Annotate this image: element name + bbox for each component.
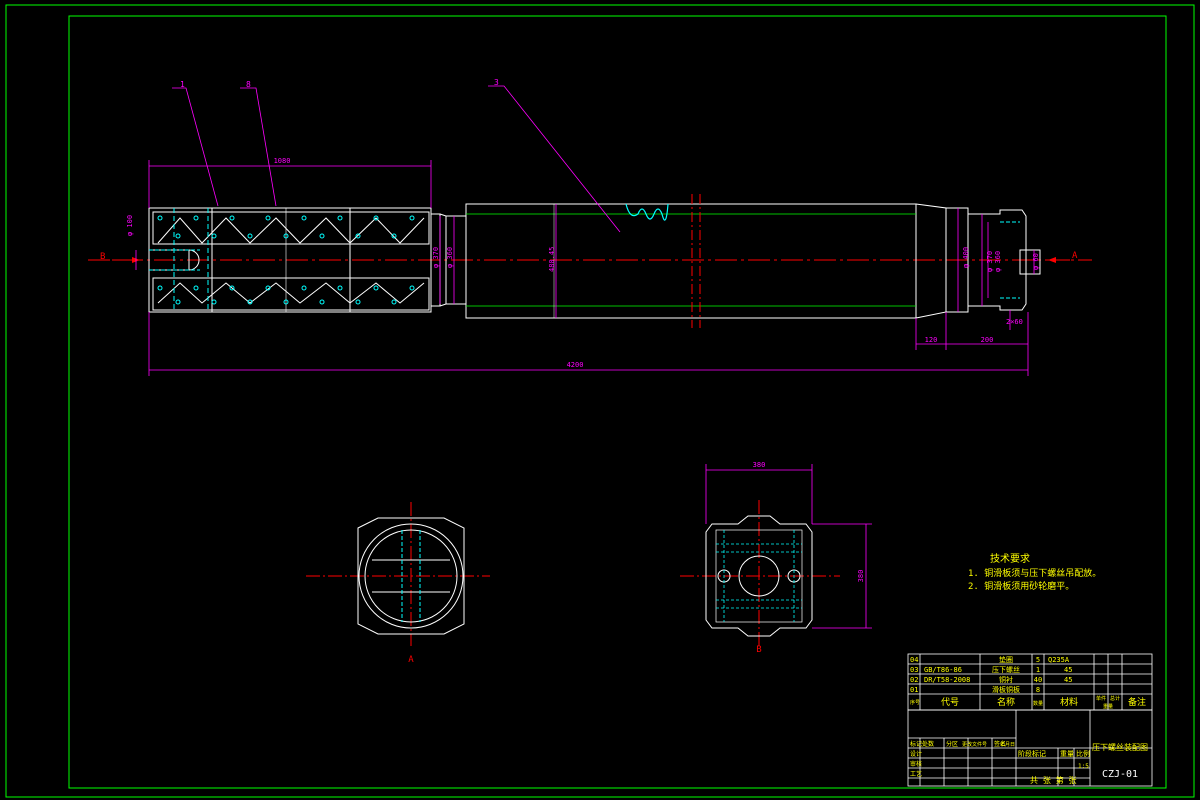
view-b: 380 380 B (680, 461, 872, 655)
tb-col-zone: 分区 (946, 740, 958, 748)
slide-plate-assembly (148, 207, 432, 313)
section-label-b-left: B (100, 252, 105, 262)
main-view-shaft: B A (88, 78, 1092, 376)
view-a: A (306, 502, 490, 665)
dim-view-b-width: 380 (753, 461, 766, 469)
dim-step-1: 120 (925, 336, 938, 344)
parts-list: 04 垫圈 5 Q235A 03 GB/T86-86 压下螺丝 1 45 02 … (907, 653, 1153, 711)
bom-row3-name: 铜衬 (999, 675, 1013, 684)
dim-end-dia-2: φ 370 (986, 251, 994, 272)
bom-header-single: 单件 (1096, 695, 1106, 702)
tb-col-count: 处数 (922, 740, 934, 748)
dim-groove: 2×60 (1006, 318, 1023, 326)
tech-req-item-1: 1. 铜滑板须与压下螺丝吊配放。 (968, 567, 1101, 579)
drawing-number: CZJ-01 (1102, 769, 1138, 780)
bom-header-name: 名称 (997, 696, 1015, 708)
leader-label-8: 8 (246, 80, 251, 89)
bom-header-qty: 数量 (1033, 700, 1043, 707)
bom-row2-qty: 1 (1036, 666, 1040, 674)
leader-label-3: 3 (494, 78, 499, 87)
tb-weight-label: 重量 (1060, 750, 1074, 758)
tb-col-change: 更改文件号 (962, 741, 987, 748)
tb-stage-label: 阶段标记 (1018, 749, 1046, 758)
tech-req-title: 技术要求 (990, 552, 1030, 565)
bom-header-remark: 备注 (1128, 696, 1146, 708)
dimension-lines (135, 160, 1035, 376)
tb-row-process: 工艺 (910, 770, 922, 778)
tb-col-sign: 签名 (994, 740, 1006, 748)
dim-view-b-height: 380 (857, 570, 865, 583)
tb-col-date: 年月日 (1000, 741, 1015, 748)
bom-row4-no: 01 (910, 686, 918, 694)
tb-scale-label: 比例 (1076, 749, 1090, 758)
dim-step-2: 200 (981, 336, 994, 344)
leader-label-1: 1 (180, 80, 185, 89)
bom-row1-name: 垫圈 (999, 655, 1013, 664)
tb-row-design: 设计 (910, 750, 922, 758)
bom-row3-code: DR/T58-2008 (924, 676, 970, 684)
tb-row-review: 审核 (910, 760, 922, 768)
bom-row4-qty: 8 (1036, 686, 1040, 694)
bom-row2-no: 03 (910, 666, 918, 674)
part-leaders (172, 85, 621, 233)
bom-row2-material: 45 (1064, 666, 1072, 674)
bom-header-total: 总计 (1110, 695, 1120, 702)
dim-dia-a: φ 370 (432, 247, 440, 268)
bom-header-material: 材料 (1060, 696, 1078, 708)
bom-row1-no: 04 (910, 656, 918, 664)
sheet-frame (5, 4, 1195, 798)
dim-body-dia: 480.45 (548, 247, 556, 272)
bom-row1-material: Q235A (1048, 656, 1070, 664)
tb-sheet: 共 张 第 张 (1030, 775, 1076, 785)
dim-total-length: 4200 (567, 361, 584, 369)
dim-end-dia-1: φ 400 (962, 247, 970, 268)
bom-row3-no: 02 (910, 676, 918, 684)
title-block: 标记 设计 审核 工艺 处数 分区 更改文件号 签名 年月日 阶段标记 重量 比… (907, 709, 1153, 787)
bom-row2-code: GB/T86-86 (924, 666, 962, 674)
dim-key-width: φ 60 (1032, 253, 1040, 270)
tech-req-item-2: 2. 铜滑板须用砂轮磨平。 (968, 580, 1074, 592)
bom-row1-qty: 5 (1036, 656, 1040, 664)
screw-shaft-body (465, 194, 917, 328)
view-a-label: A (408, 655, 414, 665)
drawing-name: 压下螺丝装配图 (1092, 742, 1148, 752)
dim-dia-b: φ 360 (446, 247, 454, 268)
dim-end-dia-3: φ 360 (994, 251, 1002, 272)
bom-header-no: 序号 (910, 699, 920, 706)
dim-bore: φ 100 (126, 215, 134, 236)
dim-pad-width: 1080 (274, 157, 291, 165)
bom-header-code: 代号 (941, 697, 959, 708)
bom-header-weight: 重量 (1103, 703, 1113, 710)
tb-scale-value: 1:5 (1078, 763, 1089, 770)
technical-requirements: 技术要求 1. 铜滑板须与压下螺丝吊配放。 2. 铜滑板须用砂轮磨平。 (968, 552, 1101, 592)
section-label-a-right: A (1072, 251, 1078, 261)
tb-row-mark: 标记 (910, 740, 922, 748)
bom-row3-qty: 40 (1034, 676, 1042, 684)
view-b-label: B (756, 645, 761, 655)
bom-row3-material: 45 (1064, 676, 1072, 684)
bom-row2-name: 压下螺丝 (992, 665, 1020, 674)
shaft-end (915, 203, 1041, 319)
bom-row4-name: 滑板铜板 (992, 685, 1020, 694)
